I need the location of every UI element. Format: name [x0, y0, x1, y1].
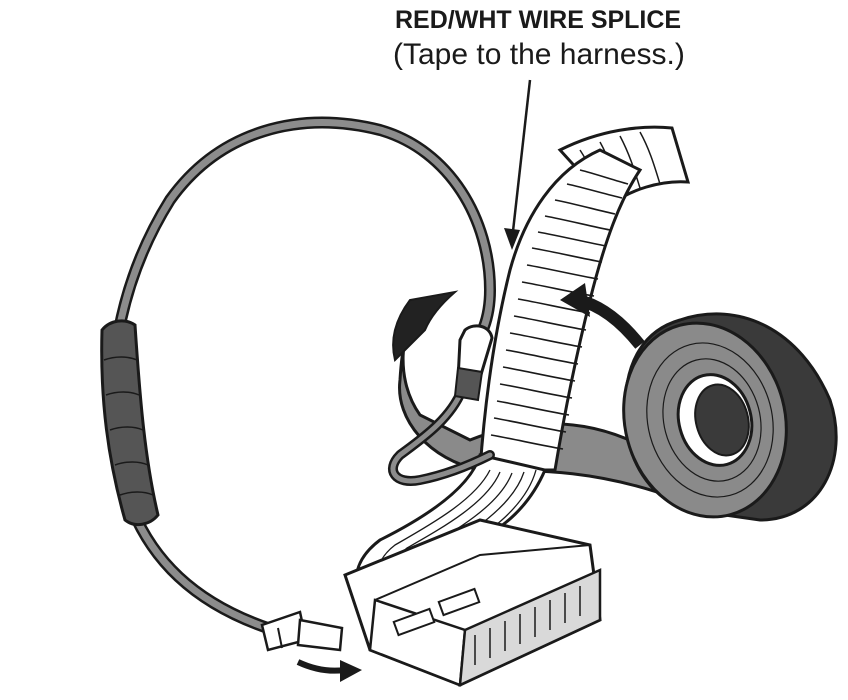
- wire-sleeve: [100, 319, 160, 527]
- callout-leader: [504, 79, 532, 250]
- red-white-wire: [106, 116, 497, 641]
- tape-roll: [622, 312, 838, 522]
- splice-connector: [453, 324, 494, 402]
- arrow-right-icon: [296, 659, 362, 682]
- callout-title: RED/WHT WIRE SPLICE: [395, 6, 682, 34]
- harness-connector: [343, 518, 602, 688]
- curved-arrow-icon: [560, 283, 645, 349]
- tape-strip: [392, 290, 685, 504]
- callout-subtitle: (Tape to the harness.): [393, 38, 685, 71]
- tape-wrap-lines: [490, 169, 629, 450]
- wire-terminal: [260, 610, 344, 652]
